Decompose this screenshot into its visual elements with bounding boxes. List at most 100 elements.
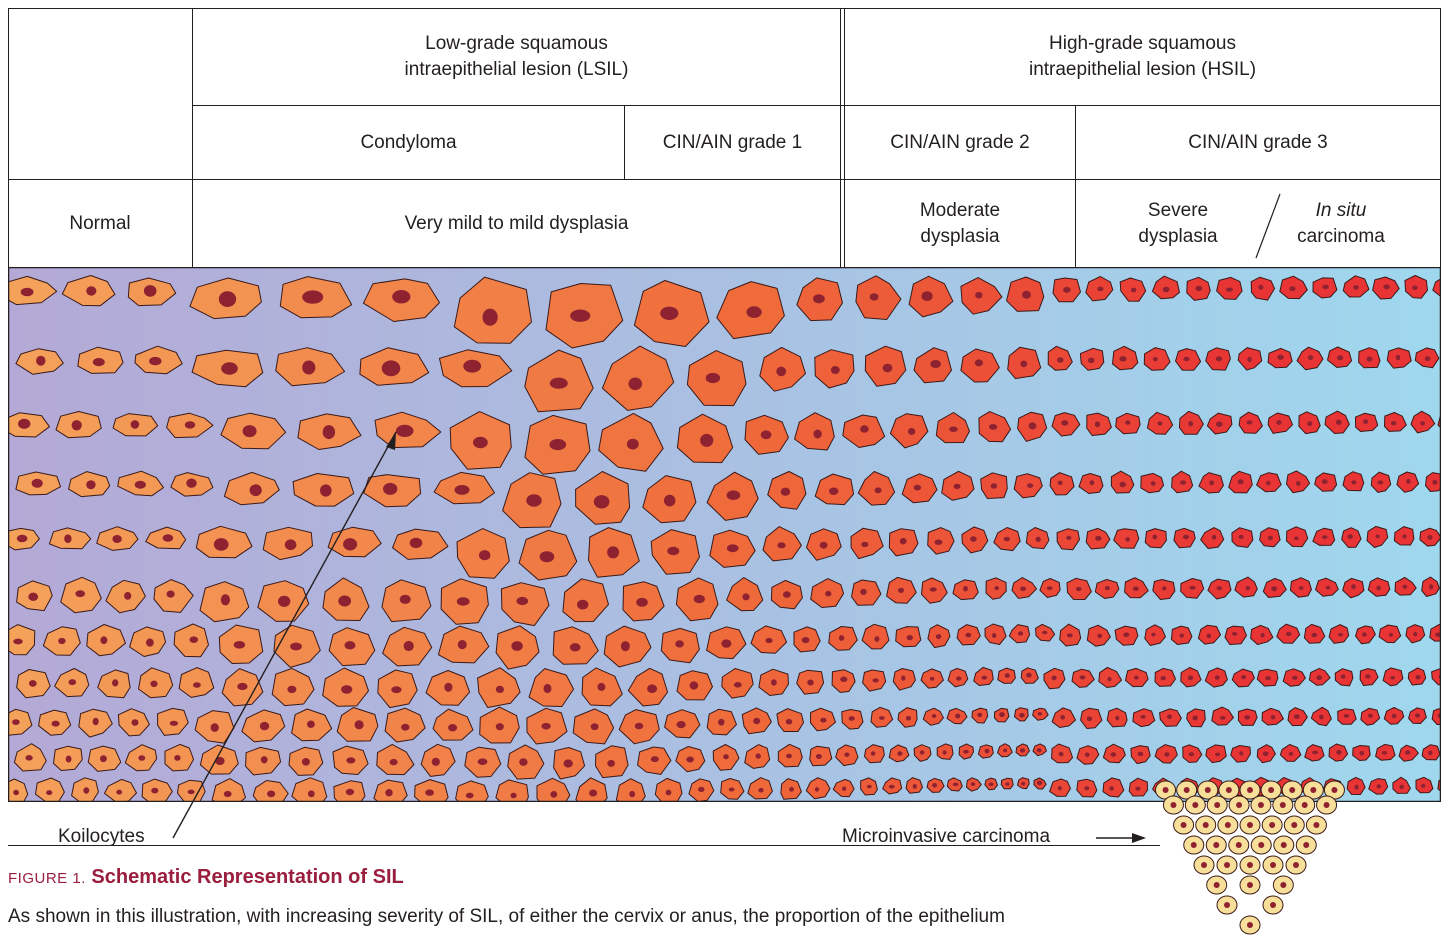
cell-nucleus: [1079, 675, 1086, 680]
cell-nucleus: [1353, 285, 1359, 290]
cell-nucleus: [1206, 633, 1212, 639]
cell-nucleus: [1383, 284, 1390, 290]
cell-nucleus: [932, 783, 938, 788]
cell-nucleus: [1035, 536, 1041, 542]
cell-nucleus: [963, 586, 968, 592]
cell-nucleus: [516, 596, 529, 606]
cell-nucleus: [956, 676, 962, 681]
cell-nucleus: [1097, 633, 1102, 639]
cell-nucleus: [391, 686, 402, 694]
cell-nucleus: [12, 719, 20, 725]
cell-nucleus: [187, 789, 195, 795]
cell-nucleus: [620, 641, 630, 652]
cell-nucleus: [1188, 752, 1195, 757]
cell-nucleus: [1125, 420, 1131, 425]
cell-nucleus: [383, 482, 398, 495]
cell-nucleus: [1294, 536, 1299, 541]
cell-nucleus: [213, 538, 229, 551]
cell-nucleus: [1337, 632, 1344, 637]
cell-nucleus: [760, 430, 772, 440]
cell-nucleus: [647, 684, 658, 693]
cell-nucleus: [913, 484, 922, 491]
cell-nucleus: [590, 723, 599, 731]
cell-nucleus: [1183, 356, 1190, 362]
cell-nucleus: [1183, 534, 1189, 540]
cell-nucleus: [1110, 752, 1117, 757]
cell-nucleus: [549, 439, 567, 451]
cell-nucleus: [343, 538, 358, 551]
cell-nucleus: [284, 539, 297, 550]
cell-nucleus: [577, 599, 589, 610]
cell-nucleus: [64, 534, 72, 543]
cell-nucleus: [789, 786, 794, 792]
cell-nucleus: [403, 640, 414, 652]
cell-nucleus: [1179, 633, 1184, 638]
cell-nucleus: [593, 495, 610, 509]
cell-nucleus: [777, 542, 786, 549]
cell-nucleus: [733, 682, 742, 688]
cell-nucleus: [1022, 290, 1031, 299]
figure-caption-title: FIGURE 1. Schematic Representation of SI…: [8, 866, 404, 889]
cell-nucleus: [307, 720, 315, 728]
cell-nucleus: [872, 678, 879, 683]
cell-nucleus: [381, 360, 401, 377]
very-mild-dysplasia-label: Very mild to mild dysplasia: [404, 212, 629, 234]
classification-table: Low-grade squamous intraepithelial lesio…: [8, 8, 1441, 267]
cell-nucleus: [1058, 751, 1064, 757]
cell-nucleus: [448, 724, 458, 732]
cell-nucleus: [1189, 585, 1196, 590]
cell-nucleus: [1066, 633, 1073, 638]
epithelial-cell: [1429, 623, 1441, 642]
cell-nucleus: [1152, 534, 1158, 540]
cell-nucleus: [771, 679, 777, 686]
invasive-nucleus: [1162, 787, 1169, 793]
cell-nucleus: [31, 478, 43, 488]
cell-nucleus: [728, 787, 735, 792]
cell-nucleus: [1020, 360, 1028, 368]
cell-nucleus: [1319, 714, 1324, 720]
cell-nucleus: [146, 638, 154, 647]
cell-nucleus: [667, 546, 680, 556]
cell-nucleus: [1420, 421, 1426, 426]
cell-nucleus: [1340, 674, 1346, 679]
cell-nucleus: [1336, 749, 1342, 755]
invasive-nucleus: [1183, 787, 1190, 793]
cell-nucleus: [1237, 479, 1244, 485]
cell-nucleus: [1321, 479, 1328, 485]
cell-nucleus: [510, 792, 517, 799]
cell-nucleus: [399, 594, 411, 604]
cell-nucleus: [861, 541, 869, 548]
cell-nucleus: [223, 790, 232, 798]
cell-nucleus: [842, 786, 847, 791]
cell-nucleus: [977, 712, 983, 718]
cell-nucleus: [1219, 716, 1226, 720]
cell-nucleus: [151, 787, 159, 794]
cell-nucleus: [511, 641, 523, 651]
cell-nucleus: [479, 550, 491, 561]
cell-nucleus: [906, 635, 913, 641]
cell-nucleus: [1377, 480, 1384, 485]
cell-nucleus: [186, 478, 197, 488]
cell-nucleus: [112, 535, 122, 543]
cell-nucleus: [1107, 676, 1112, 682]
cell-nucleus: [193, 682, 201, 688]
cell-nucleus: [401, 723, 410, 731]
cell-nucleus: [1160, 676, 1166, 681]
cell-nucleus: [1097, 286, 1104, 292]
cell-nucleus: [1140, 715, 1146, 719]
cell-nucleus: [307, 790, 315, 798]
invasive-nucleus: [1289, 787, 1296, 793]
invasive-nucleus: [1291, 822, 1298, 828]
invasive-nucleus: [1269, 822, 1276, 828]
invasive-nucleus: [1247, 787, 1253, 793]
cell-nucleus: [1367, 713, 1373, 718]
cell-nucleus: [220, 594, 230, 606]
cell-nucleus: [1432, 479, 1438, 485]
cell-nucleus: [541, 722, 551, 730]
cell-nucleus: [1115, 715, 1120, 721]
cell-nucleus: [1391, 421, 1397, 426]
cell-nucleus: [92, 717, 99, 726]
cell-nucleus: [935, 634, 942, 640]
invasive-nucleus: [1190, 842, 1197, 848]
cell-nucleus: [1366, 356, 1373, 362]
